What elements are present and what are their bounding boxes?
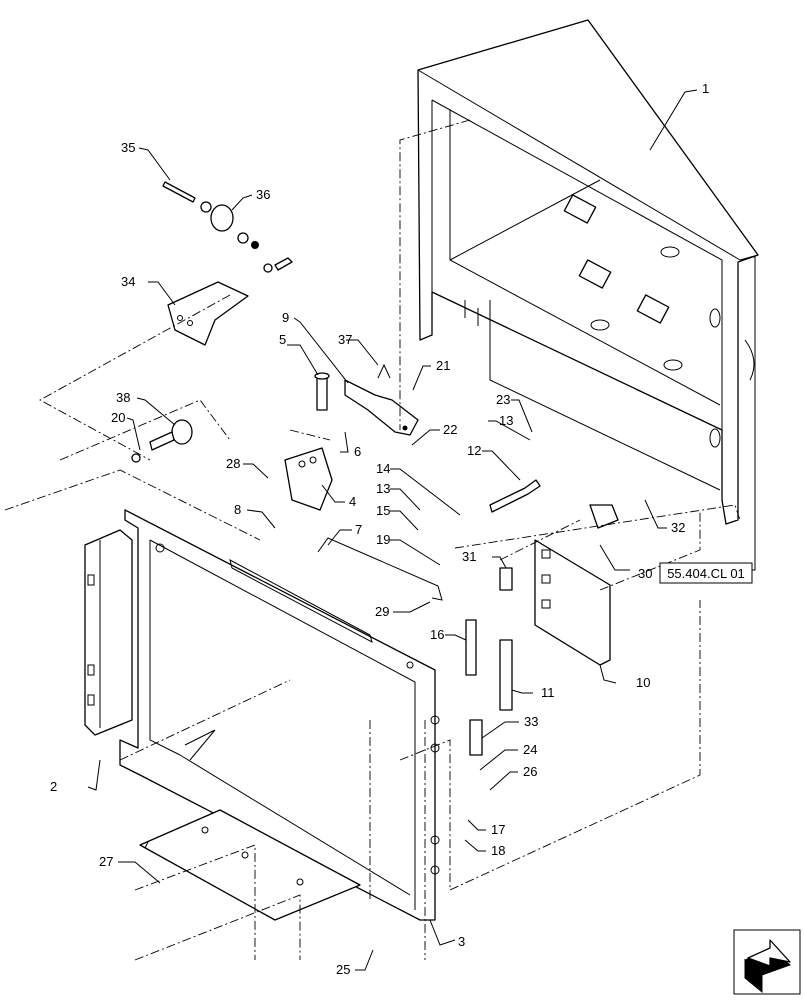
callout-10: 10 xyxy=(636,675,650,690)
hardware-top xyxy=(263,257,293,273)
callout-34: 34 xyxy=(121,274,135,289)
callout-13a: 13 xyxy=(499,413,513,428)
callout-25: 25 xyxy=(336,962,350,977)
part-16-bolt xyxy=(465,619,477,676)
callout-18: 18 xyxy=(491,843,505,858)
part-36-isolator xyxy=(210,204,259,249)
callout-15: 15 xyxy=(376,503,390,518)
callout-5: 5 xyxy=(279,332,286,347)
callout-37: 37 xyxy=(338,332,352,347)
part-37-spring xyxy=(377,363,391,379)
callout-14: 14 xyxy=(376,461,390,476)
callout-8: 8 xyxy=(234,502,241,517)
callout-12: 12 xyxy=(467,443,481,458)
callout-3: 3 xyxy=(458,934,465,949)
callouts: 1 2 3 4 5 6 7 8 9 10 11 12 13 13 14 15 1… xyxy=(50,81,709,977)
part-11-bar xyxy=(499,639,513,711)
callout-36: 36 xyxy=(256,187,270,202)
callout-9: 9 xyxy=(282,310,289,325)
callout-2: 2 xyxy=(50,779,57,794)
main-frame xyxy=(119,509,440,921)
part-30-clip xyxy=(589,504,619,529)
callout-29: 29 xyxy=(375,604,389,619)
callout-6: 6 xyxy=(354,444,361,459)
callout-20: 20 xyxy=(111,410,125,425)
callout-7: 7 xyxy=(355,522,362,537)
callout-22: 22 xyxy=(443,422,457,437)
part-5-pin xyxy=(314,372,330,411)
part-35-bolt xyxy=(162,181,212,213)
callout-11: 11 xyxy=(541,685,555,700)
callout-16: 16 xyxy=(430,627,444,642)
callout-31: 31 xyxy=(462,549,476,564)
callout-19: 19 xyxy=(376,532,390,547)
part-34-bracket xyxy=(167,281,249,346)
callout-4: 4 xyxy=(349,494,356,509)
callout-26: 26 xyxy=(523,764,537,779)
part-4-block xyxy=(284,447,333,511)
part-31-clip xyxy=(499,567,513,591)
leader-lines xyxy=(87,89,756,971)
callout-38: 38 xyxy=(116,390,130,405)
callout-24: 24 xyxy=(523,742,537,757)
navigation-arrow-icon xyxy=(733,929,801,995)
callout-30: 30 xyxy=(638,566,652,581)
callout-32: 32 xyxy=(671,520,685,535)
part-7-rod xyxy=(317,537,443,601)
assembly-lines xyxy=(4,119,741,961)
bottom-plate xyxy=(139,809,361,921)
part-12-rod xyxy=(489,479,541,513)
callout-28: 28 xyxy=(226,456,240,471)
housing-box xyxy=(417,19,759,525)
callout-23: 23 xyxy=(496,392,510,407)
callout-35: 35 xyxy=(121,140,135,155)
callout-21: 21 xyxy=(436,358,450,373)
reference-label-text: 55.404.CL 01 xyxy=(667,566,745,581)
left-bracket xyxy=(84,529,133,736)
callout-27: 27 xyxy=(99,854,113,869)
part-9-latch xyxy=(344,379,419,436)
callout-17: 17 xyxy=(491,822,505,837)
callout-1: 1 xyxy=(702,81,709,96)
part-38-isolator xyxy=(131,419,193,463)
part-33-tube xyxy=(469,719,483,756)
callout-33: 33 xyxy=(524,714,538,729)
part-10-plate xyxy=(534,539,611,666)
reference-label[interactable]: 55.404.CL 01 xyxy=(659,562,753,584)
callout-13b: 13 xyxy=(376,481,390,496)
